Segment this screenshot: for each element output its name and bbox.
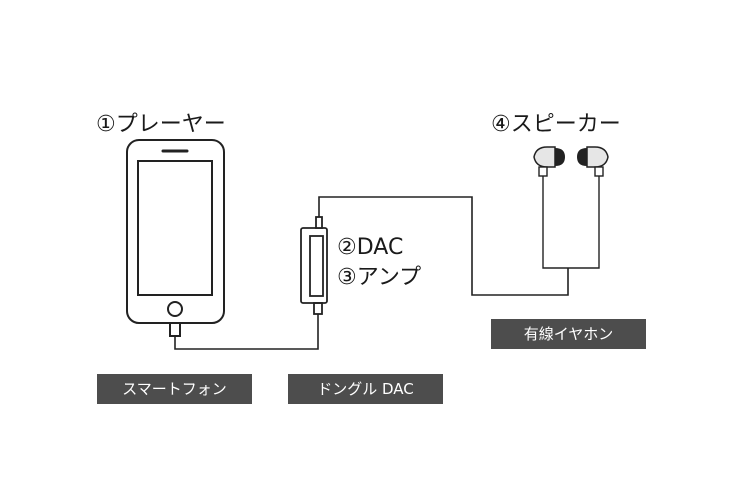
- dongle-dac-tag: ドングル DAC: [317, 380, 414, 398]
- earphones-tag-bg: [491, 319, 646, 349]
- earphones-icon: [533, 146, 609, 269]
- dac-label: ②DAC: [337, 235, 404, 260]
- earphones-tag: 有線イヤホン: [523, 325, 614, 343]
- smartphone-icon: [126, 139, 225, 337]
- dongle-tag-bg: [288, 374, 443, 404]
- cable-dac-to-earphones: [318, 196, 569, 296]
- smartphone-tag: スマートフォン: [122, 380, 227, 398]
- cable-phone-to-dac: [174, 314, 319, 350]
- smartphone-tag-bg: [97, 374, 252, 404]
- amp-label: ③アンプ: [337, 265, 422, 290]
- player-label: ①プレーヤー: [96, 112, 226, 137]
- dongle-dac-icon: [300, 216, 328, 315]
- speaker-label: ④スピーカー: [491, 112, 621, 137]
